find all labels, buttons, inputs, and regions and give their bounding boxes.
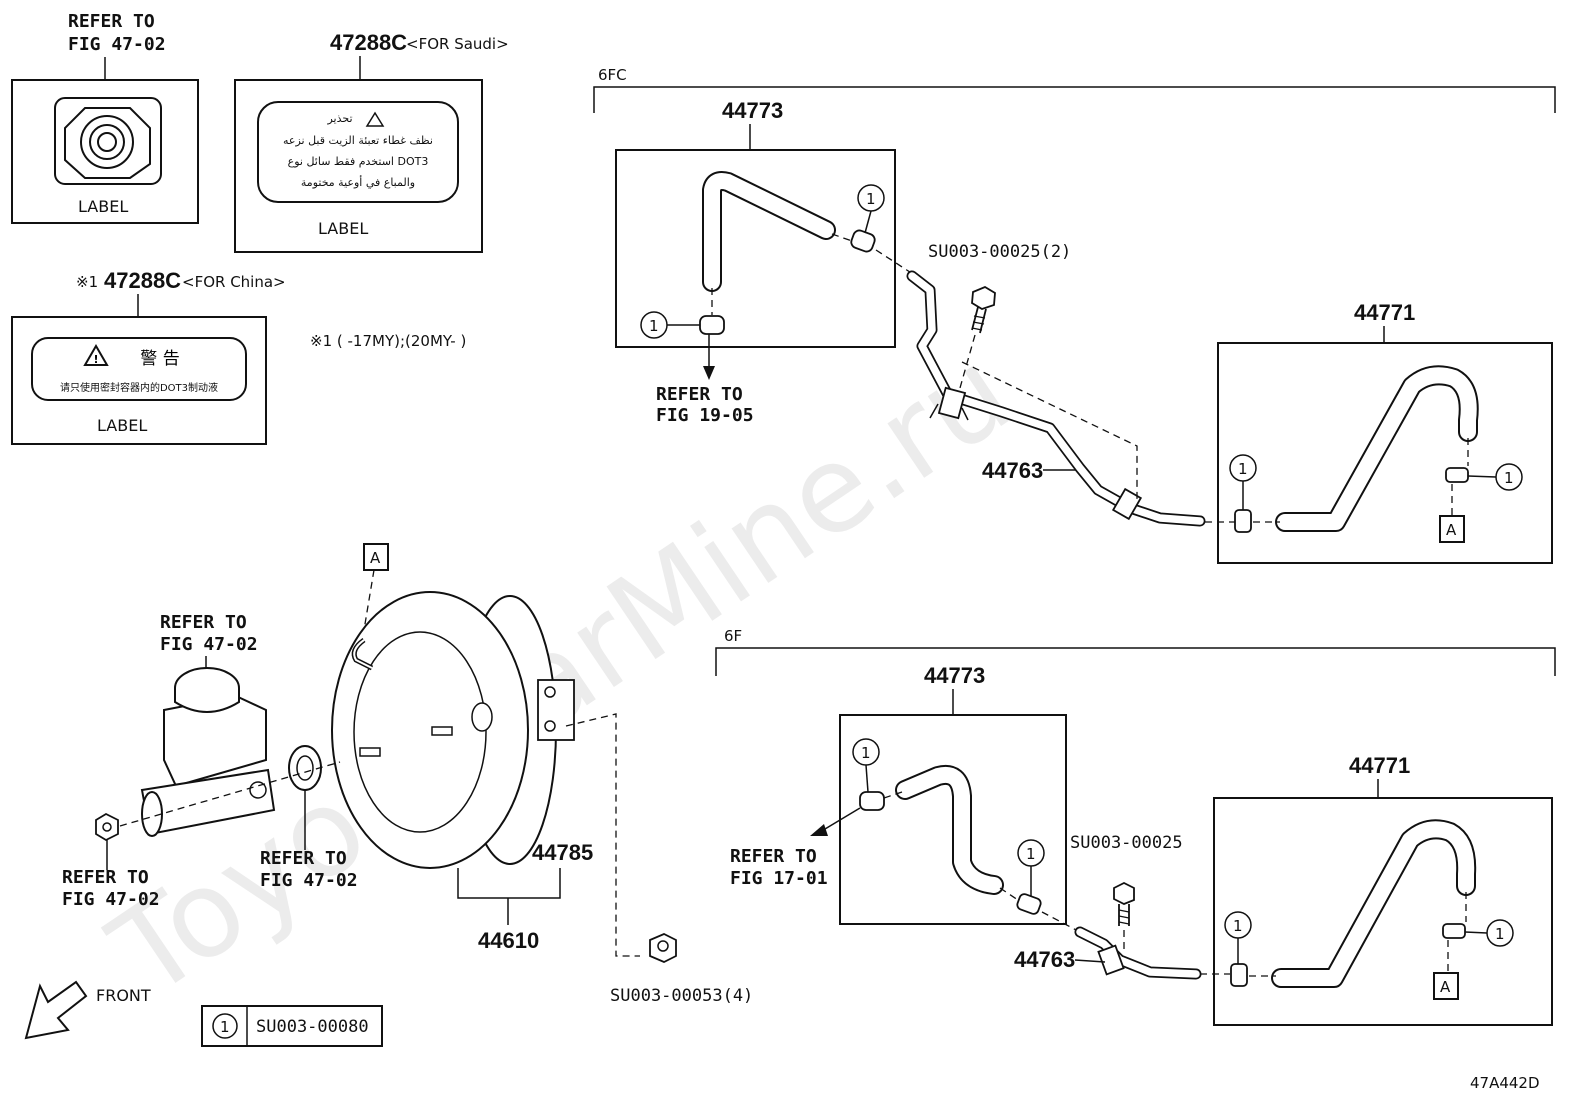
cap-label-icon — [54, 97, 162, 185]
front-indicator: FRONT — [24, 980, 151, 1040]
saudi-text-line-2: استخدم فقط سائل نوع DOT3 — [288, 155, 429, 168]
pipe-44763-6f-label: 44763 — [1014, 947, 1075, 972]
front-arrow-icon — [24, 980, 88, 1040]
legend-box: 1 SU003-00080 — [201, 1005, 383, 1047]
svg-text:1: 1 — [866, 190, 876, 208]
hose-44771-label: 44771 — [1354, 300, 1415, 325]
china-label-caption: LABEL — [97, 416, 147, 435]
seal-ring — [288, 745, 322, 791]
saudi-text-line-3: والمباع في أوعية مختومة — [301, 175, 415, 189]
hose-44771-box — [1217, 342, 1553, 564]
hose-44771-6f-label: 44771 — [1349, 753, 1410, 778]
warning-triangle-icon — [365, 111, 385, 127]
refer-17-01-line-1: REFER TO — [730, 846, 817, 867]
svg-text:A: A — [370, 549, 381, 567]
saudi-note: <FOR Saudi> — [406, 35, 509, 53]
cap-label-caption: LABEL — [78, 197, 128, 216]
bolt-icon — [1113, 881, 1135, 926]
svg-text:1: 1 — [1026, 845, 1036, 863]
refer-19-05-line-1: REFER TO — [656, 384, 743, 405]
bolt-6f-label: SU003-00025 — [1070, 833, 1183, 853]
legend-code: SU003-00080 — [256, 1017, 369, 1037]
hose-44773-box — [615, 149, 896, 348]
svg-text:1: 1 — [1495, 925, 1505, 943]
arrow-down-icon — [703, 366, 715, 380]
refer-line-1: REFER TO — [68, 11, 155, 32]
hose-44773-label: 44773 — [722, 98, 783, 123]
china-warning-title: 警 告 — [140, 349, 179, 369]
section-6f-code: 6F — [724, 627, 742, 645]
drawing-id: 47A442D — [1470, 1074, 1540, 1092]
bolt-icon — [971, 285, 996, 334]
hose-44773-6f-label: 44773 — [924, 663, 985, 688]
hose-44771-6f-box — [1213, 797, 1553, 1026]
saudi-part-number: 47288C — [330, 30, 407, 55]
svg-text:1: 1 — [861, 744, 871, 762]
master-cylinder — [140, 667, 276, 837]
section-6fc-code: 6FC — [598, 66, 627, 84]
china-warning-text: 请只使用密封容器内的DOT3制动液 — [60, 381, 218, 394]
warning-triangle-icon — [83, 344, 109, 366]
cap-label-block: REFER TO FIG 47-02 LABEL — [11, 11, 199, 224]
nut-icon — [649, 933, 677, 963]
legend-marker: 1 — [220, 1018, 230, 1036]
saudi-label-box — [234, 79, 483, 253]
section-6fc: 6FC 44773 1 1 REFER TO FIG 19-05 SU003-0… — [593, 66, 1556, 564]
arrow-left-icon — [810, 824, 828, 836]
assembly-44610-label: 44610 — [478, 928, 539, 953]
svg-text:A: A — [1440, 978, 1451, 996]
saudi-label-caption: LABEL — [318, 219, 368, 238]
refer-seal-line-2: FIG 47-02 — [260, 870, 358, 891]
brake-booster — [331, 591, 575, 869]
china-prefix: ※1 — [76, 273, 98, 291]
nut-code-label: SU003-00053(4) — [610, 986, 753, 1006]
svg-text:A: A — [1446, 521, 1457, 539]
footnote: ※1 ( -17MY);(20MY- ) — [310, 332, 466, 350]
refer-nut-line-2: FIG 47-02 — [62, 889, 160, 910]
refer-nut-line-1: REFER TO — [62, 867, 149, 888]
svg-text:!: ! — [93, 353, 98, 366]
refer-cylinder-line-2: FIG 47-02 — [160, 634, 258, 655]
connector-a-booster-box — [363, 543, 389, 571]
svg-text:1: 1 — [1238, 460, 1248, 478]
front-label: FRONT — [96, 986, 151, 1005]
china-note: <FOR China> — [182, 273, 286, 291]
refer-line-2: FIG 47-02 — [68, 34, 166, 55]
saudi-warning-title: تحذير — [326, 112, 352, 125]
china-part-number: 47288C — [104, 268, 181, 293]
connector-a-6f-box — [1433, 972, 1459, 1000]
svg-text:1: 1 — [1504, 469, 1514, 487]
saudi-text-line-1: نظف غطاء تعبئة الزيت قبل نزعه — [283, 134, 433, 147]
cap-label-box — [11, 79, 199, 224]
refer-17-01-line-2: FIG 17-01 — [730, 868, 828, 889]
svg-text:1: 1 — [649, 317, 659, 335]
refer-cylinder-line-1: REFER TO — [160, 612, 247, 633]
saudi-label-block: 47288C <FOR Saudi> تحذير نظف غطاء تعبئة … — [234, 30, 509, 253]
pipe-44763-label: 44763 — [982, 458, 1043, 483]
china-label-box — [11, 316, 267, 445]
china-label-block: ※1 47288C <FOR China> ! 警 告 请只使用密封容器内的DO… — [11, 268, 286, 445]
bolt-6fc-label: SU003-00025(2) — [928, 242, 1071, 262]
section-6f: 6F 44773 1 REFER TO FIG 17-01 1 SU003-00… — [715, 627, 1556, 1026]
refer-seal-line-1: REFER TO — [260, 848, 347, 869]
booster-44785-label: 44785 — [532, 840, 593, 865]
connector-a-box — [1439, 515, 1465, 543]
nut-icon — [95, 812, 119, 842]
svg-text:1: 1 — [1233, 917, 1243, 935]
booster-area: A SU003-00053(4) 44785 44610 — [62, 543, 753, 1006]
refer-19-05-line-2: FIG 19-05 — [656, 405, 754, 426]
